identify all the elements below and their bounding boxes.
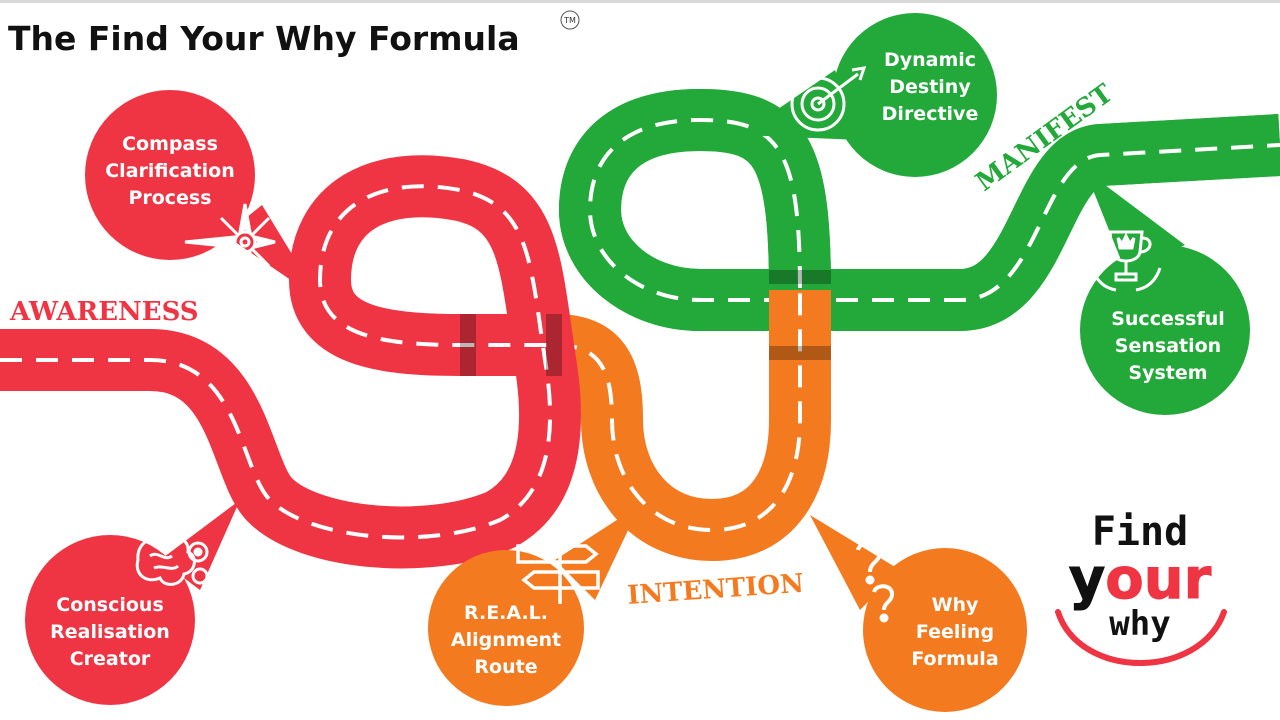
target-icon xyxy=(790,66,867,132)
bubble-text-line: Successful xyxy=(1111,308,1225,330)
question-marks-icon xyxy=(856,526,899,623)
bubble-conscious: Conscious Realisation Creator xyxy=(25,500,240,705)
bubble-text-line: Sensation xyxy=(1115,335,1221,357)
intention-lane-dashes xyxy=(554,290,802,533)
trademark-mark: TM xyxy=(563,16,576,25)
bubble-dynamic: Dynamic Destiny Directive xyxy=(740,13,997,177)
bubble-pointer xyxy=(555,505,640,600)
bubble-success: Successful Sensation System xyxy=(1080,170,1250,415)
bubble-circle xyxy=(1080,245,1250,415)
stage-label-intention: INTENTION xyxy=(626,569,804,611)
crossing-band xyxy=(460,314,476,376)
logo-find-text: Find xyxy=(1092,509,1188,555)
bubble-text-line: Directive xyxy=(882,103,979,125)
bubble-text-line: Alignment xyxy=(451,629,561,651)
bubble-text-line: Dynamic xyxy=(884,49,976,71)
brain-gears-icon xyxy=(135,535,209,586)
intention-road xyxy=(553,290,831,562)
page-title: The Find Your Why Formula xyxy=(8,19,520,58)
stage-label-awareness: AWARENESS xyxy=(9,297,199,327)
bubble-circle xyxy=(85,90,255,260)
bubble-text-line: Creator xyxy=(70,648,151,670)
awareness-lane-dashes xyxy=(0,184,560,540)
compass-icon xyxy=(184,203,276,281)
bubble-text-line: Formula xyxy=(911,648,998,670)
bubble-pointer xyxy=(1085,170,1185,270)
bubble-text-line: Process xyxy=(128,187,211,209)
bubble-pointer xyxy=(160,500,240,590)
bubble-pointer xyxy=(740,70,860,140)
logo-your-text: your xyxy=(1069,547,1212,612)
bubble-text-line: Destiny xyxy=(889,76,971,98)
bubble-text-line: System xyxy=(1128,362,1207,384)
bubble-text-line: Conscious xyxy=(56,594,164,616)
find-your-why-logo: Find your why xyxy=(1055,509,1227,666)
manifest-lane-dashes xyxy=(587,117,1280,360)
bubble-feeling: Why Feeling Formula xyxy=(810,515,1027,712)
bubble-text-line: Feeling xyxy=(916,621,994,643)
awareness-road xyxy=(0,155,582,569)
top-border xyxy=(0,0,1280,3)
crossing-band xyxy=(546,314,562,376)
bubble-text-line: Clarification xyxy=(105,160,235,182)
signpost-icon xyxy=(516,540,600,604)
logo-why-text: why xyxy=(1109,604,1170,644)
bubble-text-line: Why xyxy=(932,594,979,616)
crossing-band xyxy=(769,270,831,284)
bubble-circle xyxy=(833,13,997,177)
bubble-text-line: Realisation xyxy=(50,621,170,643)
bubble-real: R.E.A.L. Alignment Route xyxy=(428,505,640,706)
bubble-circle xyxy=(25,535,195,705)
crossing-band xyxy=(769,346,831,360)
bubble-circle xyxy=(863,548,1027,712)
bubble-text-line: Compass xyxy=(122,133,218,155)
bubble-compass: Compass Clarification Process xyxy=(85,90,320,300)
bubble-text-line: Route xyxy=(474,656,537,678)
logo-smile xyxy=(1055,609,1227,666)
trademark-circle xyxy=(560,10,580,30)
trophy-icon xyxy=(1090,230,1162,292)
bubble-text-line: R.E.A.L. xyxy=(464,602,548,624)
